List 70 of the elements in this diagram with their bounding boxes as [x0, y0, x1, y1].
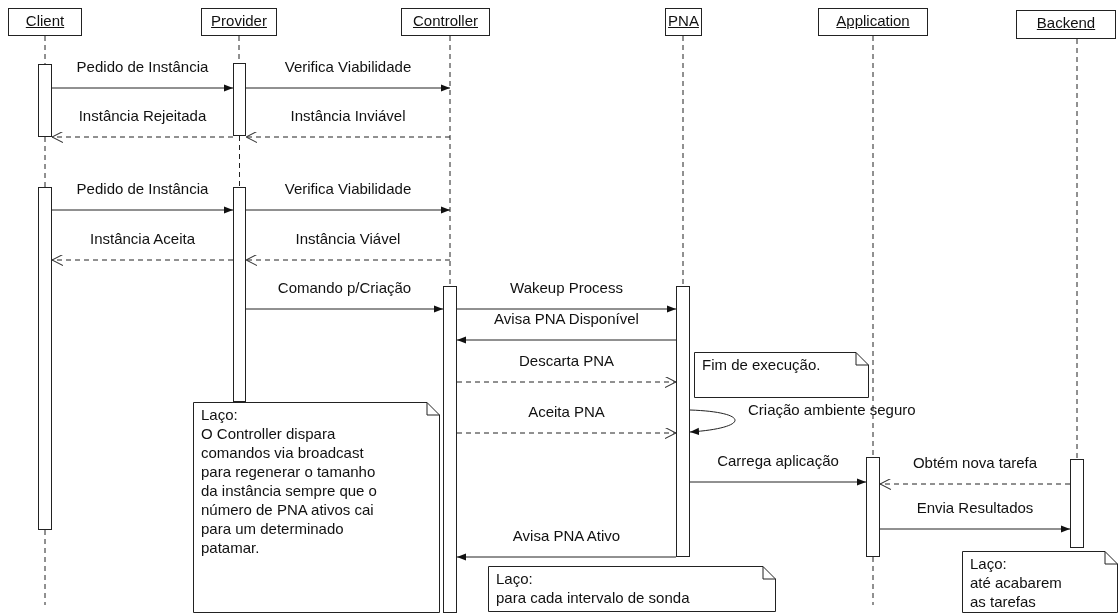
message-label: Avisa PNA Disponível	[494, 310, 639, 328]
message-arrow	[456, 305, 677, 313]
message-label: Pedido de Instância	[76, 58, 209, 76]
message-arrow	[456, 553, 677, 561]
message-label: Wakeup Process	[510, 279, 623, 297]
note-box	[488, 566, 776, 612]
message-arrow	[51, 253, 234, 267]
participant-box: Controller	[401, 8, 490, 36]
lifeline	[239, 135, 240, 188]
message-arrow	[689, 478, 867, 486]
participant-box: Client	[8, 8, 82, 36]
message-arrow	[456, 426, 677, 440]
lifeline	[1076, 38, 1078, 460]
lifeline	[872, 35, 874, 458]
note-box	[962, 551, 1118, 613]
lifeline	[44, 35, 46, 65]
message-label: Pedido de Instância	[76, 180, 209, 198]
activation-bar	[676, 286, 690, 557]
message-label: Obtém nova tarefa	[912, 454, 1038, 472]
note-title: Laço:	[201, 405, 239, 424]
message-label: Instância Inviável	[290, 107, 406, 125]
note-box	[694, 352, 869, 398]
message-arrow	[51, 130, 234, 144]
activation-bar	[866, 457, 880, 557]
message-label: Avisa PNA Ativo	[512, 527, 621, 545]
message-label: Verifica Viabilidade	[284, 58, 412, 76]
lifeline	[449, 35, 451, 287]
message-label: Carrega aplicação	[717, 452, 839, 470]
message-arrow	[245, 305, 444, 313]
message-arrow	[245, 130, 451, 144]
message-label: Verifica Viabilidade	[284, 180, 412, 198]
note-title: Laço:	[496, 569, 534, 588]
message-arrow	[51, 206, 234, 214]
message-label: Aceita PNA	[528, 403, 605, 421]
lifeline	[682, 35, 684, 287]
message-arrow	[456, 375, 677, 389]
note-text: O Controller dispara comandos via broadcast para regenerar o tamanho da instância sempre que o número de PNA ativos cai para um determinado patamar.	[201, 424, 378, 557]
note-title: Laço:	[970, 554, 1008, 573]
lifeline	[44, 136, 46, 188]
message-arrow	[245, 253, 451, 267]
activation-bar	[38, 187, 52, 530]
message-label: Instância Viável	[295, 230, 401, 248]
note-text: para cada intervalo de sonda	[496, 588, 691, 607]
note-text: até acabarem as tarefas	[970, 573, 1063, 611]
activation-bar	[233, 187, 246, 402]
lifeline	[872, 556, 874, 606]
message-arrow	[245, 206, 451, 214]
message-label: Envia Resultados	[916, 499, 1034, 517]
message-arrow	[456, 336, 677, 344]
note-text: Fim de execução.	[702, 355, 822, 374]
activation-bar	[443, 286, 457, 613]
message-arrow	[879, 525, 1071, 533]
activation-bar	[1070, 459, 1084, 548]
message-label: Instância Aceita	[89, 230, 196, 248]
message-arrow	[689, 409, 736, 435]
participant-box: Application	[818, 8, 928, 36]
participant-box: PNA	[665, 8, 702, 36]
message-label: Criação ambiente seguro	[748, 401, 916, 419]
note-box	[193, 402, 440, 613]
message-label: Comando p/Criação	[277, 279, 412, 297]
lifeline	[44, 529, 46, 606]
activation-bar	[233, 63, 246, 136]
message-label: Instância Rejeitada	[78, 107, 207, 125]
participant-box: Provider	[201, 8, 277, 36]
message-arrow	[879, 477, 1071, 491]
message-arrow	[245, 84, 451, 92]
message-arrow	[51, 84, 234, 92]
message-label: Descarta PNA	[519, 352, 614, 370]
participant-box: Backend	[1016, 10, 1116, 39]
activation-bar	[38, 64, 52, 137]
